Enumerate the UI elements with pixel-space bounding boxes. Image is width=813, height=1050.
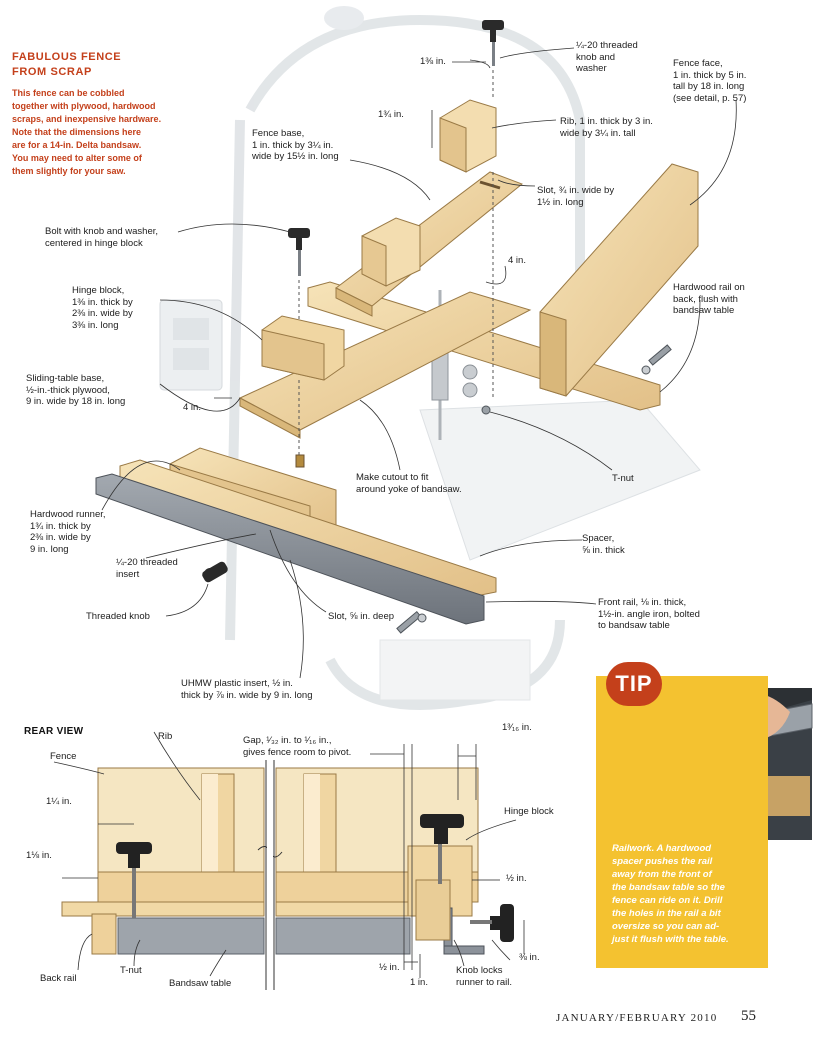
cutout-label: Make cutout to fit around yoke of bandsa…: [356, 472, 462, 495]
hinge-block-label: Hinge block: [504, 806, 554, 817]
bolt-knob: [288, 228, 310, 276]
uhmw-insert-label: UHMW plastic insert, ½ in. thick by ⅞ in…: [181, 678, 313, 701]
threaded-knob: [202, 561, 228, 583]
rear-view-drawing: [53, 731, 525, 990]
gap-label: Gap, ¹⁄₃₂ in. to ¹⁄₁₆ in., gives fence r…: [243, 735, 352, 758]
dim-label: 4 in.: [183, 402, 201, 413]
tip-lead: Railwork.: [612, 843, 655, 854]
rail-bolt: [396, 610, 422, 634]
front-rail-label: Front rail, ⅛ in. thick, 1½-in. angle ir…: [598, 597, 700, 631]
back-rail-label: Back rail: [40, 973, 77, 984]
article-title: FABULOUS FENCE FROM SCRAP: [12, 51, 122, 78]
switch-box-ghost: [159, 299, 223, 391]
hardwood-rail-label: Hardwood rail on back, flush with bandsa…: [673, 282, 745, 316]
front-rail-angle-iron: [95, 473, 485, 625]
article-intro: This fence can be cobbled together with …: [12, 88, 162, 176]
rear-view-heading: REAR VIEW: [24, 726, 84, 737]
hardwood-runner-label: Hardwood runner, 1¾ in. thick by 2⅜ in. …: [30, 509, 106, 555]
slot-deep-label: Slot, ⅝ in. deep: [328, 611, 395, 622]
tip-badge: TIP: [606, 662, 662, 706]
threaded-knob-washer-label: ¼-20 threaded knob and washer: [576, 40, 638, 74]
top-knob: [482, 20, 504, 66]
fence-label: Fence: [50, 751, 77, 762]
dim-label: ⅜ in.: [519, 952, 540, 963]
dim-label: ½ in.: [379, 962, 400, 973]
tip-sidebar: [596, 676, 768, 968]
dim-label: ½ in.: [506, 873, 527, 884]
threaded-insert-label: ¼-20 threaded insert: [116, 557, 178, 580]
bandsaw-table-label: Bandsaw table: [169, 978, 232, 989]
dim-label: 1 in.: [410, 977, 428, 988]
tension-knob-ghost: [324, 6, 364, 30]
rib-label: Rib, 1 in. thick by 3 in. wide by 3¼ in.…: [560, 116, 653, 139]
fence-base-label: Fence base, 1 in. thick by 3¼ in. wide b…: [252, 128, 339, 162]
bolt-knob-label: Bolt with knob and washer, centered in h…: [45, 226, 159, 249]
dim-label: 1⅜ in.: [420, 56, 446, 67]
tip-body: A hardwood spacer pushes the rail away f…: [612, 843, 729, 945]
t-nut-label: T-nut: [120, 965, 142, 976]
issue-date: JANUARY/FEBRUARY 2010: [556, 1012, 718, 1024]
sliding-table-label: Sliding-table base, ½-in.-thick plywood,…: [26, 373, 126, 407]
knob-locks-label: Knob locks runner to rail.: [456, 965, 512, 988]
threaded-knob-label: Threaded knob: [86, 611, 150, 622]
dim-label: 1⅛ in.: [26, 850, 52, 861]
dim-label: 1³⁄₁₆ in.: [502, 722, 532, 733]
page-number: 55: [741, 1008, 756, 1024]
tip-text: Railwork. A hardwood spacer pushes the r…: [612, 842, 762, 946]
dim-label: 4 in.: [508, 255, 526, 266]
spacer-label: Spacer, ⅝ in. thick: [582, 533, 625, 556]
rib-label: Rib: [158, 731, 173, 742]
t-nut-label: T-nut: [612, 473, 634, 484]
fence-face-label: Fence face, 1 in. thick by 5 in. tall by…: [673, 58, 747, 104]
dim-label: 1¾ in.: [378, 109, 404, 120]
hinge-block-label: Hinge block, 1⅜ in. thick by 2⅜ in. wide…: [72, 285, 133, 331]
dim-label: 1¼ in.: [46, 796, 72, 807]
slot-label: Slot, ¾ in. wide by 1½ in. long: [537, 185, 615, 208]
